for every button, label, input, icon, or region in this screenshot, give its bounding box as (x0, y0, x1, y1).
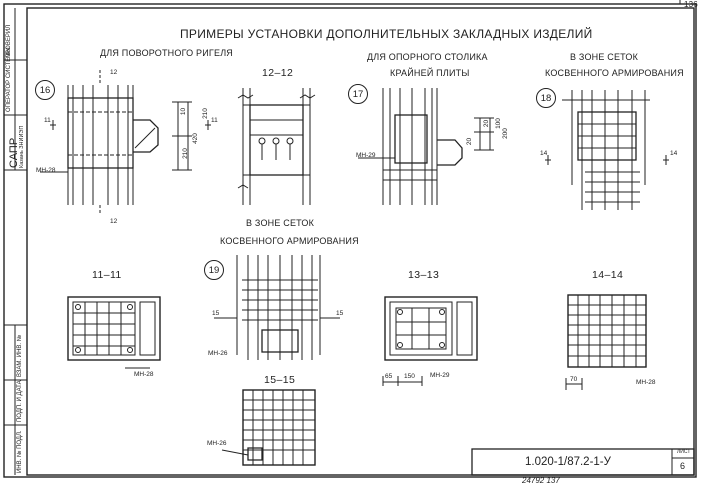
section-label-15: 15–15 (264, 374, 296, 386)
cut-mark-14a: 14 (540, 150, 548, 157)
dim-14-70: 70 (570, 376, 578, 383)
section-label-13: 13–13 (408, 269, 440, 281)
side-operator: ОПЕРАТОР СИСТЕМЫ (6, 47, 12, 112)
cut-mark-12b: 12 (110, 218, 118, 225)
side-cell-3: ИНВ. № ПОДЛ. (17, 430, 23, 473)
dim-17-200: 200 (501, 128, 509, 139)
node-marker-16: 16 (35, 80, 55, 100)
node-marker-19: 19 (204, 260, 224, 280)
sheet-label: ЛИСТ (677, 449, 691, 455)
dim-16-210a: 210 (201, 108, 209, 119)
cut-mark-15b: 15 (336, 310, 344, 317)
cut-mark-11b: 11 (211, 117, 218, 124)
embed-label-mn26: МН-26 (208, 350, 228, 357)
caption-zone2-1: В ЗОНЕ СЕТОК (246, 218, 315, 228)
side-cell-1: ВЗАМ. ИНВ. № (17, 334, 23, 377)
caption-stolik-1: ДЛЯ ОПОРНОГО СТОЛИКА (367, 52, 488, 62)
caption-stolik-2: КРАЙНЕЙ ПЛИТЫ (390, 68, 470, 78)
sheet-designation: 1.020-1/87.2-1-У (525, 456, 611, 468)
cut-mark-12a: 12 (110, 69, 118, 76)
dim-13-150: 150 (404, 373, 415, 380)
dim-17-20a: 20 (483, 119, 491, 128)
bottom-stamp: 24792 137 (522, 476, 560, 485)
section-label-14: 14–14 (592, 269, 624, 281)
dim-16-420: 420 (191, 133, 199, 144)
dim-13-65: 65 (385, 373, 393, 380)
embed-label-mn28: МН-28 (36, 167, 56, 174)
section-label-11: 11–11 (92, 269, 122, 281)
embed-label-mn29-s13: МН-29 (430, 372, 450, 379)
embed-label-mn26-s15: МН-26 (207, 440, 227, 447)
side-cell-2: ПОДП. И ДАТА (17, 380, 23, 422)
embed-label-mn28-s11: МН-28 (134, 371, 154, 378)
dim-17-100: 100 (494, 118, 502, 129)
caption-zone1-2: КОСВЕННОГО АРМИРОВАНИЯ (545, 68, 684, 78)
section-label-12: 12–12 (262, 67, 294, 79)
embed-label-mn29: МН-29 (356, 152, 376, 159)
embed-label-mn28-s14: МН-28 (636, 379, 656, 386)
node-marker-17: 17 (348, 84, 368, 104)
cut-mark-11a: 11 (44, 117, 51, 124)
page-top-number: 136 (684, 0, 698, 9)
dim-17-20b: 20 (466, 137, 474, 146)
sheet-number: 6 (680, 461, 686, 471)
cut-mark-15a: 15 (212, 310, 220, 317)
caption-zone2-2: КОСВЕННОГО АРМИРОВАНИЯ (220, 236, 359, 246)
caption-zone1-1: В ЗОНЕ СЕТОК (570, 52, 639, 62)
side-org-sub: Казань ЗНИИЭП (19, 125, 25, 168)
caption-rigel: ДЛЯ ПОВОРОТНОГО РИГЕЛЯ (100, 48, 234, 58)
dim-16-210b: 210 (181, 148, 189, 159)
node-marker-18: 18 (536, 88, 556, 108)
dim-16-10: 10 (180, 107, 188, 116)
sheet-title: ПРИМЕРЫ УСТАНОВКИ ДОПОЛНИТЕЛЬНЫХ ЗАКЛАДН… (180, 27, 593, 41)
cut-mark-14b: 14 (670, 150, 678, 157)
